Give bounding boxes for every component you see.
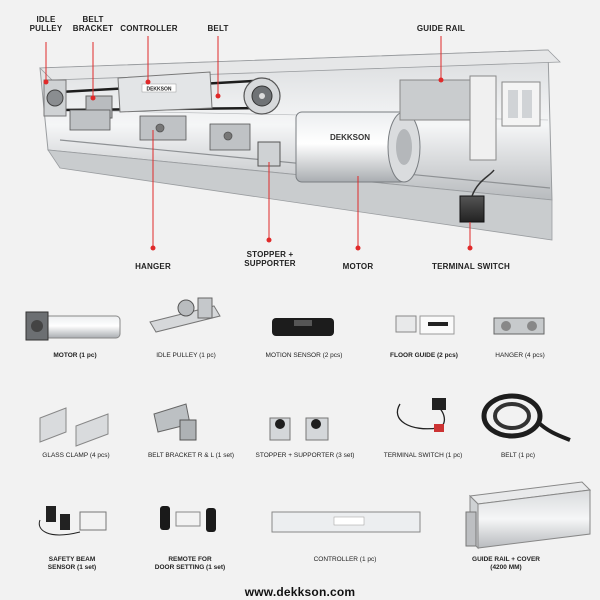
hanger-carriages [69,109,251,151]
part-guide-rail-cover-image [465,481,592,550]
part-label-terminal-switch: TERMINAL SWITCH (1 pc) [383,452,463,459]
part-label-glass-clamp: GLASS CLAMP (4 pcs) [42,452,110,459]
label-belt-bracket: BELT BRACKET [72,15,114,33]
part-label-guide-rail-cover: GUIDE RAIL + COVER (4200 MM) [472,556,540,571]
guide-rail-top [39,49,561,81]
part-motor-image [25,311,121,341]
controller-brand-text: DEKKSON [146,87,171,93]
leader-lines [45,36,471,248]
drive-pulley [243,77,281,115]
part-belt-bracket-image [153,403,197,441]
part-label-hanger: HANGER (4 pcs) [495,352,545,359]
part-label-remote: REMOTE FOR DOOR SETTING (1 set) [154,556,226,571]
part-label-motor: MOTOR (1 pc) [53,352,97,359]
part-label-floor-guide: FLOOR GUIDE (2 pcs) [390,352,458,359]
part-label-safety-beam: SAFETY BEAM SENSOR (1 set) [47,556,97,571]
label-controller: CONTROLLER [120,24,178,33]
part-stopper-supporter-image [269,417,329,441]
part-idle-pulley-image [149,297,221,333]
website-url: www.dekkson.com [244,585,356,599]
part-controller-image [271,511,421,533]
part-safety-beam-image [38,506,107,536]
part-label-idle-pulley: IDLE PULLEY (1 pc) [156,352,216,359]
part-remote-image [160,506,216,532]
leader-dots [43,77,473,251]
label-terminal-switch: TERMINAL SWITCH [432,262,510,271]
part-label-controller: CONTROLLER (1 pc) [313,556,377,563]
motor-brand-text: DEKKSON [330,133,370,142]
terminal-switch-unit [459,169,495,223]
label-belt: BELT [207,24,229,33]
label-stopper-supporter: STOPPER + SUPPORTER [244,250,296,268]
part-glass-clamp-image [39,407,109,447]
part-label-belt-bracket: BELT BRACKET R & L (1 set) [147,452,235,459]
label-hanger: HANGER [135,262,171,271]
part-label-motion-sensor: MOTION SENSOR (2 pcs) [265,352,343,359]
label-guide-rail: GUIDE RAIL [416,24,466,33]
idle-pulley [43,79,67,117]
part-terminal-switch-image [396,398,446,432]
motor-unit: DEKKSON [295,79,471,183]
part-hanger-image [493,317,545,335]
part-label-stopper-supporter: STOPPER + SUPPORTER (3 set) [255,452,355,459]
terminal-block [469,75,541,161]
part-floor-guide-image [395,315,455,335]
controller-unit: DEKKSON [117,71,213,113]
label-idle-pulley: IDLE PULLEY [29,15,63,33]
label-motor: MOTOR [342,262,374,271]
part-label-belt: BELT (1 pc) [500,452,536,459]
part-motion-sensor-image [272,318,334,336]
guide-rail-bottom [47,149,553,241]
part-belt-image [481,393,571,442]
